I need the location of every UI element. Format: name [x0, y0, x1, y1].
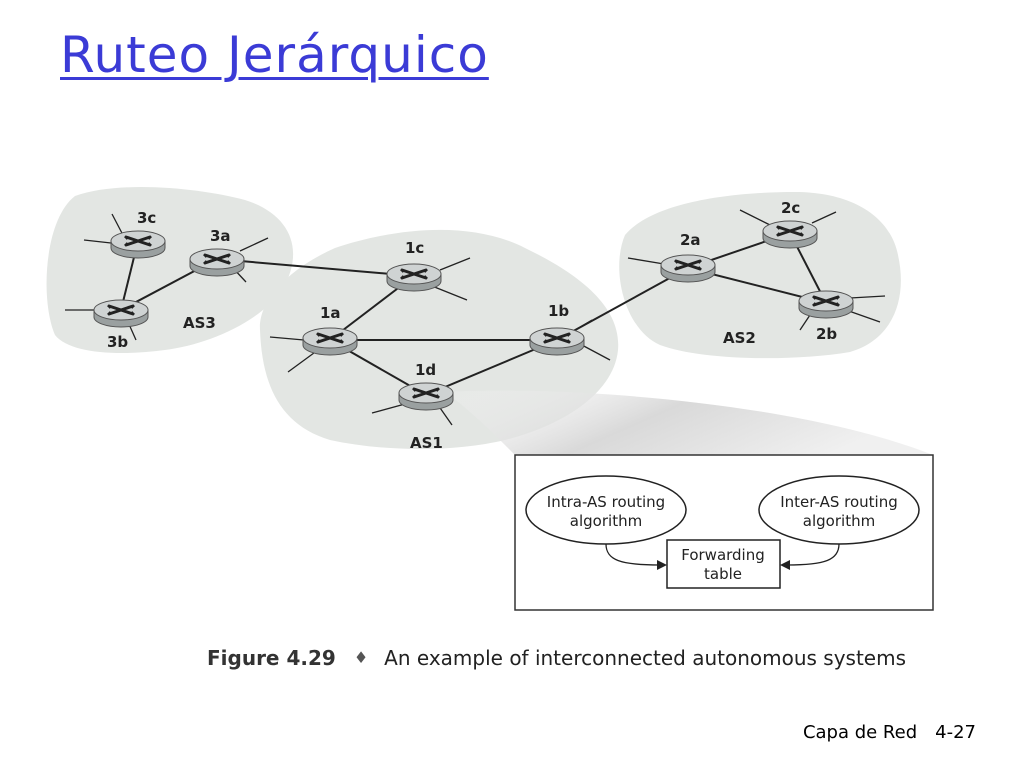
forwarding-line-1: Forwarding [681, 546, 765, 564]
inter-line-2: algorithm [803, 512, 875, 530]
router-1b [528, 326, 586, 357]
zoom-beam [445, 390, 933, 455]
footer-page-number: 4-27 [935, 722, 976, 743]
intra-line-2: algorithm [570, 512, 642, 530]
router-2c [761, 219, 819, 250]
label-3a: 3a [210, 227, 231, 245]
label-3b: 3b [107, 333, 128, 351]
intra-arrow [605, 543, 661, 566]
slide-title: Ruteo Jerárquico [60, 26, 489, 84]
label-1a: 1a [320, 304, 341, 322]
figure-caption: Figure 4.29 ♦ An example of interconnected… [207, 646, 906, 670]
label-1b: 1b [548, 302, 569, 320]
footer-section: Capa de Red [802, 722, 918, 743]
slide-footer: Capa de Red 4-27 [803, 722, 976, 743]
label-as1: AS1 [410, 434, 443, 452]
intra-line-1: Intra-AS routing [547, 493, 665, 511]
as3-cloud [46, 187, 294, 354]
label-1d: 1d [415, 361, 436, 379]
router-3a [188, 247, 246, 278]
router-3c [109, 229, 167, 260]
label-as2: AS2 [723, 329, 756, 347]
label-3c: 3c [137, 209, 156, 227]
router-2b [797, 289, 855, 320]
router-1d [397, 381, 455, 412]
figure-number: Figure 4.29 [207, 646, 336, 670]
router-3b [92, 298, 150, 329]
link-3a-1c [216, 258, 415, 277]
caption-separator: ♦ [353, 648, 369, 667]
inter-line-1: Inter-AS routing [780, 493, 897, 511]
forwarding-table-box [666, 539, 781, 589]
label-2c: 2c [781, 199, 800, 217]
label-1c: 1c [405, 239, 424, 257]
label-2a: 2a [680, 231, 701, 249]
as2-cloud [619, 192, 901, 359]
router-1a [301, 326, 359, 357]
router-2a [659, 253, 717, 284]
router-1c [385, 262, 443, 293]
inter-arrow [786, 543, 840, 566]
forwarding-line-2: table [704, 565, 742, 583]
caption-text: An example of interconnected autonomous … [384, 646, 907, 670]
label-2b: 2b [816, 325, 837, 343]
label-as3: AS3 [183, 314, 216, 332]
